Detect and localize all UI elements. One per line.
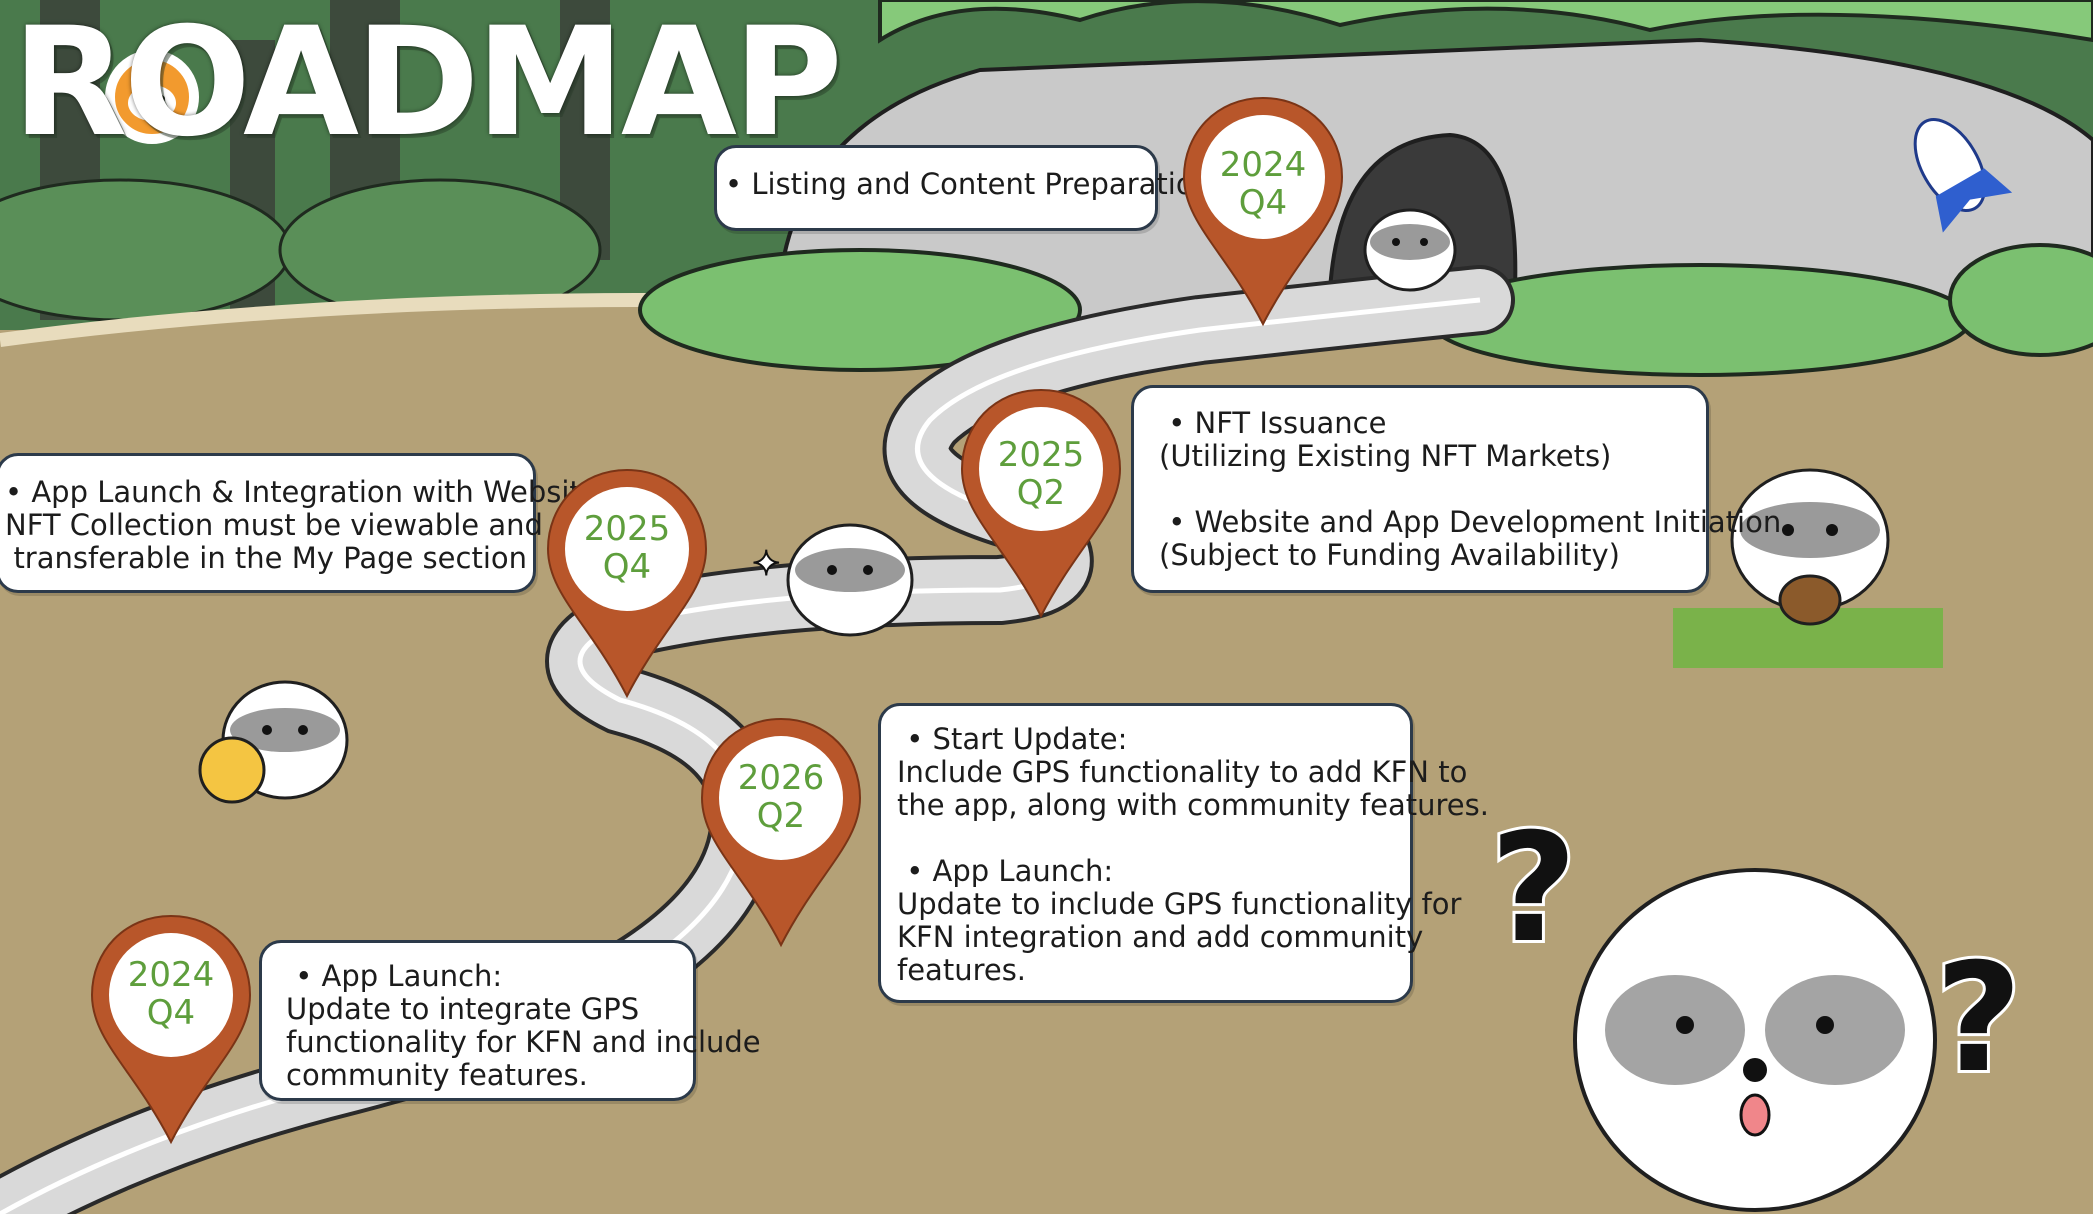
- logo-coin: [105, 50, 199, 144]
- map-pin-icon: [546, 468, 708, 699]
- text-line: Q4: [1238, 183, 1288, 223]
- text-line: (Subject to Funding Availability): [1159, 538, 1620, 572]
- milestone-text: • Start Update:Include GPS functionality…: [897, 722, 1489, 987]
- text-line: • Listing and Content Preparation: [725, 167, 1212, 201]
- text-line: KFN integration and add community: [897, 920, 1424, 954]
- raccoon-mascot: [1363, 208, 1457, 292]
- milestone-text: • NFT Issuance(Utilizing Existing NFT Ma…: [1159, 406, 1782, 572]
- rocket-icon: [1913, 117, 2013, 233]
- milestone-box: • Start Update:Include GPS functionality…: [878, 703, 1489, 1003]
- question-mark-icon: ?: [1490, 802, 1577, 976]
- text-line: community features.: [286, 1058, 588, 1092]
- text-line: Q4: [146, 993, 196, 1033]
- text-line: (Utilizing Existing NFT Markets): [1159, 439, 1612, 473]
- text-line: 2024: [1219, 145, 1307, 185]
- text-line: Update to include GPS functionality for: [897, 887, 1462, 921]
- raccoon-mascot: [1730, 468, 1890, 626]
- top-foliage: [878, 0, 2093, 44]
- text-line: features.: [897, 953, 1027, 987]
- ground-edge: [0, 293, 651, 347]
- coin-icon: [198, 736, 266, 804]
- acorn-icon: [1778, 574, 1842, 626]
- text-line: • App Launch & Integration with Website: [5, 475, 599, 509]
- text-line: [1159, 473, 1702, 506]
- text-line: functionality for KFN and include: [286, 1025, 761, 1059]
- text-line: • Start Update:: [897, 722, 1128, 756]
- text-line: the app, along with community features.: [897, 788, 1489, 822]
- milestone-text: • Listing and Content Preparation: [725, 167, 1212, 201]
- raccoon-mascot: [786, 523, 914, 637]
- roadmap-title: ROADMAP: [12, 0, 843, 170]
- bush-left: [638, 248, 1082, 372]
- text-line: 2025: [583, 509, 671, 549]
- text-line: Q4: [602, 547, 652, 587]
- forest-trees: [0, 0, 610, 322]
- text-line: • App Launch:: [286, 959, 503, 993]
- question-mark-icon: ?: [1935, 932, 2022, 1106]
- sparkle-icon: ✦: [752, 544, 781, 584]
- text-line: 2025: [997, 435, 1085, 475]
- text-line: 2026: [737, 758, 825, 798]
- milestone-box: • Listing and Content Preparation: [714, 145, 1212, 231]
- text-line: • NFT Issuance: [1159, 406, 1387, 440]
- text-line: NFT Collection must be viewable and: [5, 508, 543, 542]
- text-line: [897, 822, 1406, 855]
- map-pin-icon: [90, 914, 252, 1145]
- bush-far-right: [1948, 243, 2093, 357]
- text-line: Q2: [756, 796, 806, 836]
- map-pin-icon: [960, 388, 1122, 619]
- text-line: • App Launch:: [897, 854, 1114, 888]
- text-line: 2024: [127, 955, 215, 995]
- text-line: transferable in the My Page section: [13, 541, 527, 575]
- map-pin-icon: [700, 717, 862, 948]
- raccoon-mascot: [1573, 868, 1937, 1212]
- text-line: Update to integrate GPS: [286, 992, 640, 1026]
- text-line: Include GPS functionality to add KFN to: [897, 755, 1468, 789]
- milestone-box: • NFT Issuance(Utilizing Existing NFT Ma…: [1131, 385, 1782, 593]
- bush-right: [1428, 263, 1972, 377]
- map-pin-icon: [1182, 96, 1344, 327]
- text-line: Q2: [1016, 473, 1066, 513]
- text-line: • Website and App Development Initiation: [1159, 505, 1782, 539]
